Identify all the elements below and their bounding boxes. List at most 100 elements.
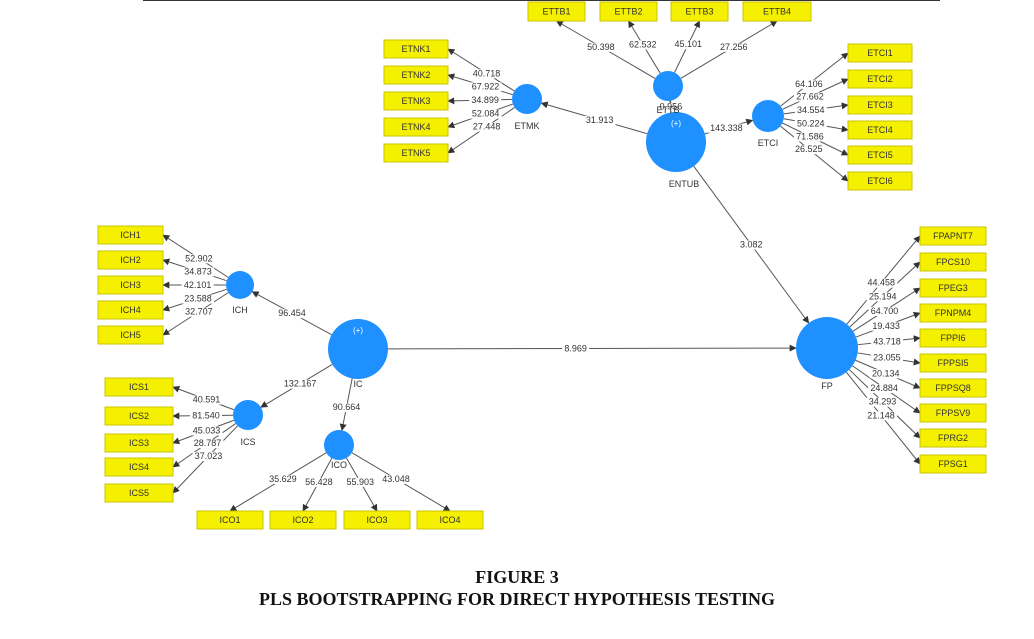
- loading-value-ettb3-bg: [672, 40, 705, 50]
- construct-fp[interactable]: FP: [796, 317, 858, 391]
- indicator-box: [527, 1, 586, 22]
- loading-value-etci6: 26.525: [795, 144, 823, 154]
- construct-etmk[interactable]: ETMK: [512, 84, 542, 131]
- indicator-ich4[interactable]: ICH4: [97, 300, 164, 320]
- indicator-etci1[interactable]: ETCI1: [847, 43, 913, 63]
- construct-etci[interactable]: ETCI: [752, 100, 784, 148]
- construct-label: ICS: [240, 437, 255, 447]
- indicator-label: ICS1: [129, 382, 149, 392]
- construct-ich[interactable]: ICH: [226, 271, 254, 315]
- path-value-entub-to-ettb-bg: [657, 102, 685, 112]
- indicator-fppsq8[interactable]: FPPSQ8: [919, 378, 987, 398]
- indicator-etnk5[interactable]: ETNK5: [383, 143, 449, 163]
- loading-value-ich1: 52.902: [185, 253, 213, 263]
- loading-value-ics2-bg: [190, 411, 223, 421]
- figure-title: PLS BOOTSTRAPPING FOR DIRECT HYPOTHESIS …: [259, 589, 775, 609]
- indicator-label: ICO4: [439, 515, 460, 525]
- indicator-fpcs10[interactable]: FPCS10: [919, 252, 987, 272]
- indicator-ettb1[interactable]: ETTB1: [527, 1, 586, 22]
- indicator-ico4[interactable]: ICO4: [416, 510, 484, 530]
- indicator-ico2[interactable]: ICO2: [269, 510, 337, 530]
- indicator-box: [919, 454, 987, 474]
- construct-entub[interactable]: (+)ENTUB: [646, 112, 706, 189]
- loading-value-ich5: 32.707: [185, 307, 213, 317]
- indicator-ettb4[interactable]: ETTB4: [742, 1, 812, 22]
- indicator-ettb2[interactable]: ETTB2: [599, 1, 658, 22]
- indicator-etnk2[interactable]: ETNK2: [383, 65, 449, 85]
- path-value-entub-to-etmk: 31.913: [586, 115, 614, 125]
- loading-value-etnk4: 52.084: [472, 109, 500, 119]
- indicator-label: ETCI4: [867, 125, 893, 135]
- indicator-ich1[interactable]: ICH1: [97, 225, 164, 245]
- indicator-fpeg3[interactable]: FPEG3: [919, 278, 987, 298]
- loading-value-etnk3: 34.899: [471, 95, 499, 105]
- indicator-etci4[interactable]: ETCI4: [847, 120, 913, 140]
- loading-value-etci5-bg: [793, 132, 826, 142]
- loading-value-etci4-bg: [794, 119, 827, 129]
- indicator-ich5[interactable]: ICH5: [97, 325, 164, 345]
- loading-value-fpsg1-bg: [864, 411, 897, 421]
- construct-ettb[interactable]: ETTB: [653, 71, 683, 115]
- indicator-label: FPPSI5: [937, 358, 968, 368]
- construct-node: [646, 112, 706, 172]
- construct-ics[interactable]: ICS: [233, 400, 263, 447]
- indicator-ich3[interactable]: ICH3: [97, 275, 164, 295]
- loading-value-ics2: 81.540: [192, 411, 220, 421]
- loading-value-fprg2: 34.293: [869, 397, 897, 407]
- indicator-label: ETCI2: [867, 74, 893, 84]
- construct-label: ICO: [331, 460, 347, 470]
- indicator-label: ETCI3: [867, 100, 893, 110]
- loading-value-ico4-bg: [380, 474, 413, 484]
- indicator-label: FPPSQ8: [935, 383, 971, 393]
- indicator-label: ICH5: [120, 330, 141, 340]
- indicator-box: [919, 378, 987, 398]
- indicator-box: [383, 143, 449, 163]
- construct-label: ICH: [232, 305, 248, 315]
- indicator-ics2[interactable]: ICS2: [104, 406, 174, 426]
- indicator-fppsv9[interactable]: FPPSV9: [919, 403, 987, 423]
- indicator-etci2[interactable]: ETCI2: [847, 69, 913, 89]
- top-rule: [143, 0, 940, 1]
- indicator-fpnpm4[interactable]: FPNPM4: [919, 303, 987, 323]
- indicator-fpsg1[interactable]: FPSG1: [919, 454, 987, 474]
- indicator-ico1[interactable]: ICO1: [196, 510, 264, 530]
- indicator-box: [383, 65, 449, 85]
- indicator-box: [104, 483, 174, 503]
- loading-value-ics1-bg: [190, 395, 223, 405]
- construct-node: [233, 400, 263, 430]
- loading-value-ich2: 34.873: [184, 266, 212, 276]
- indicator-label: ICH3: [120, 280, 141, 290]
- indicator-ics5[interactable]: ICS5: [104, 483, 174, 503]
- indicator-label: ICH2: [120, 255, 141, 265]
- path-value-entub-to-etci: 143.338: [710, 123, 743, 133]
- construct-ic[interactable]: (+)IC: [328, 319, 388, 389]
- path-value-ic-to-ics-bg: [281, 379, 319, 389]
- indicator-etci3[interactable]: ETCI3: [847, 95, 913, 115]
- figure-caption: FIGURE 3 PLS BOOTSTRAPPING FOR DIRECT HY…: [0, 566, 1034, 610]
- indicator-box: [742, 1, 812, 22]
- loading-value-fpapnt7: 44.458: [867, 278, 895, 288]
- construct-ico[interactable]: ICO: [324, 430, 354, 470]
- indicator-etnk1[interactable]: ETNK1: [383, 39, 449, 59]
- indicator-ich2[interactable]: ICH2: [97, 250, 164, 270]
- indicator-fppsi5[interactable]: FPPSI5: [919, 353, 987, 373]
- indicator-fprg2[interactable]: FPRG2: [919, 428, 987, 448]
- indicator-fpapnt7[interactable]: FPAPNT7: [919, 226, 987, 246]
- indicator-etnk4[interactable]: ETNK4: [383, 117, 449, 137]
- construct-node: [752, 100, 784, 132]
- indicator-fppi6[interactable]: FPPI6: [919, 328, 987, 348]
- indicator-etci6[interactable]: ETCI6: [847, 171, 913, 191]
- indicator-box: [847, 95, 913, 115]
- indicator-label: ICO1: [219, 515, 240, 525]
- indicator-etci5[interactable]: ETCI5: [847, 145, 913, 165]
- construct-node: [324, 430, 354, 460]
- loading-value-ico4: 43.048: [382, 474, 410, 484]
- indicator-ics3[interactable]: ICS3: [104, 433, 174, 453]
- indicator-ics4[interactable]: ICS4: [104, 457, 174, 477]
- indicator-box: [919, 252, 987, 272]
- indicator-ico3[interactable]: ICO3: [343, 510, 411, 530]
- indicator-ics1[interactable]: ICS1: [104, 377, 174, 397]
- indicator-etnk3[interactable]: ETNK3: [383, 91, 449, 111]
- indicator-ettb3[interactable]: ETTB3: [670, 1, 729, 22]
- loading-value-ich3-bg: [181, 281, 214, 290]
